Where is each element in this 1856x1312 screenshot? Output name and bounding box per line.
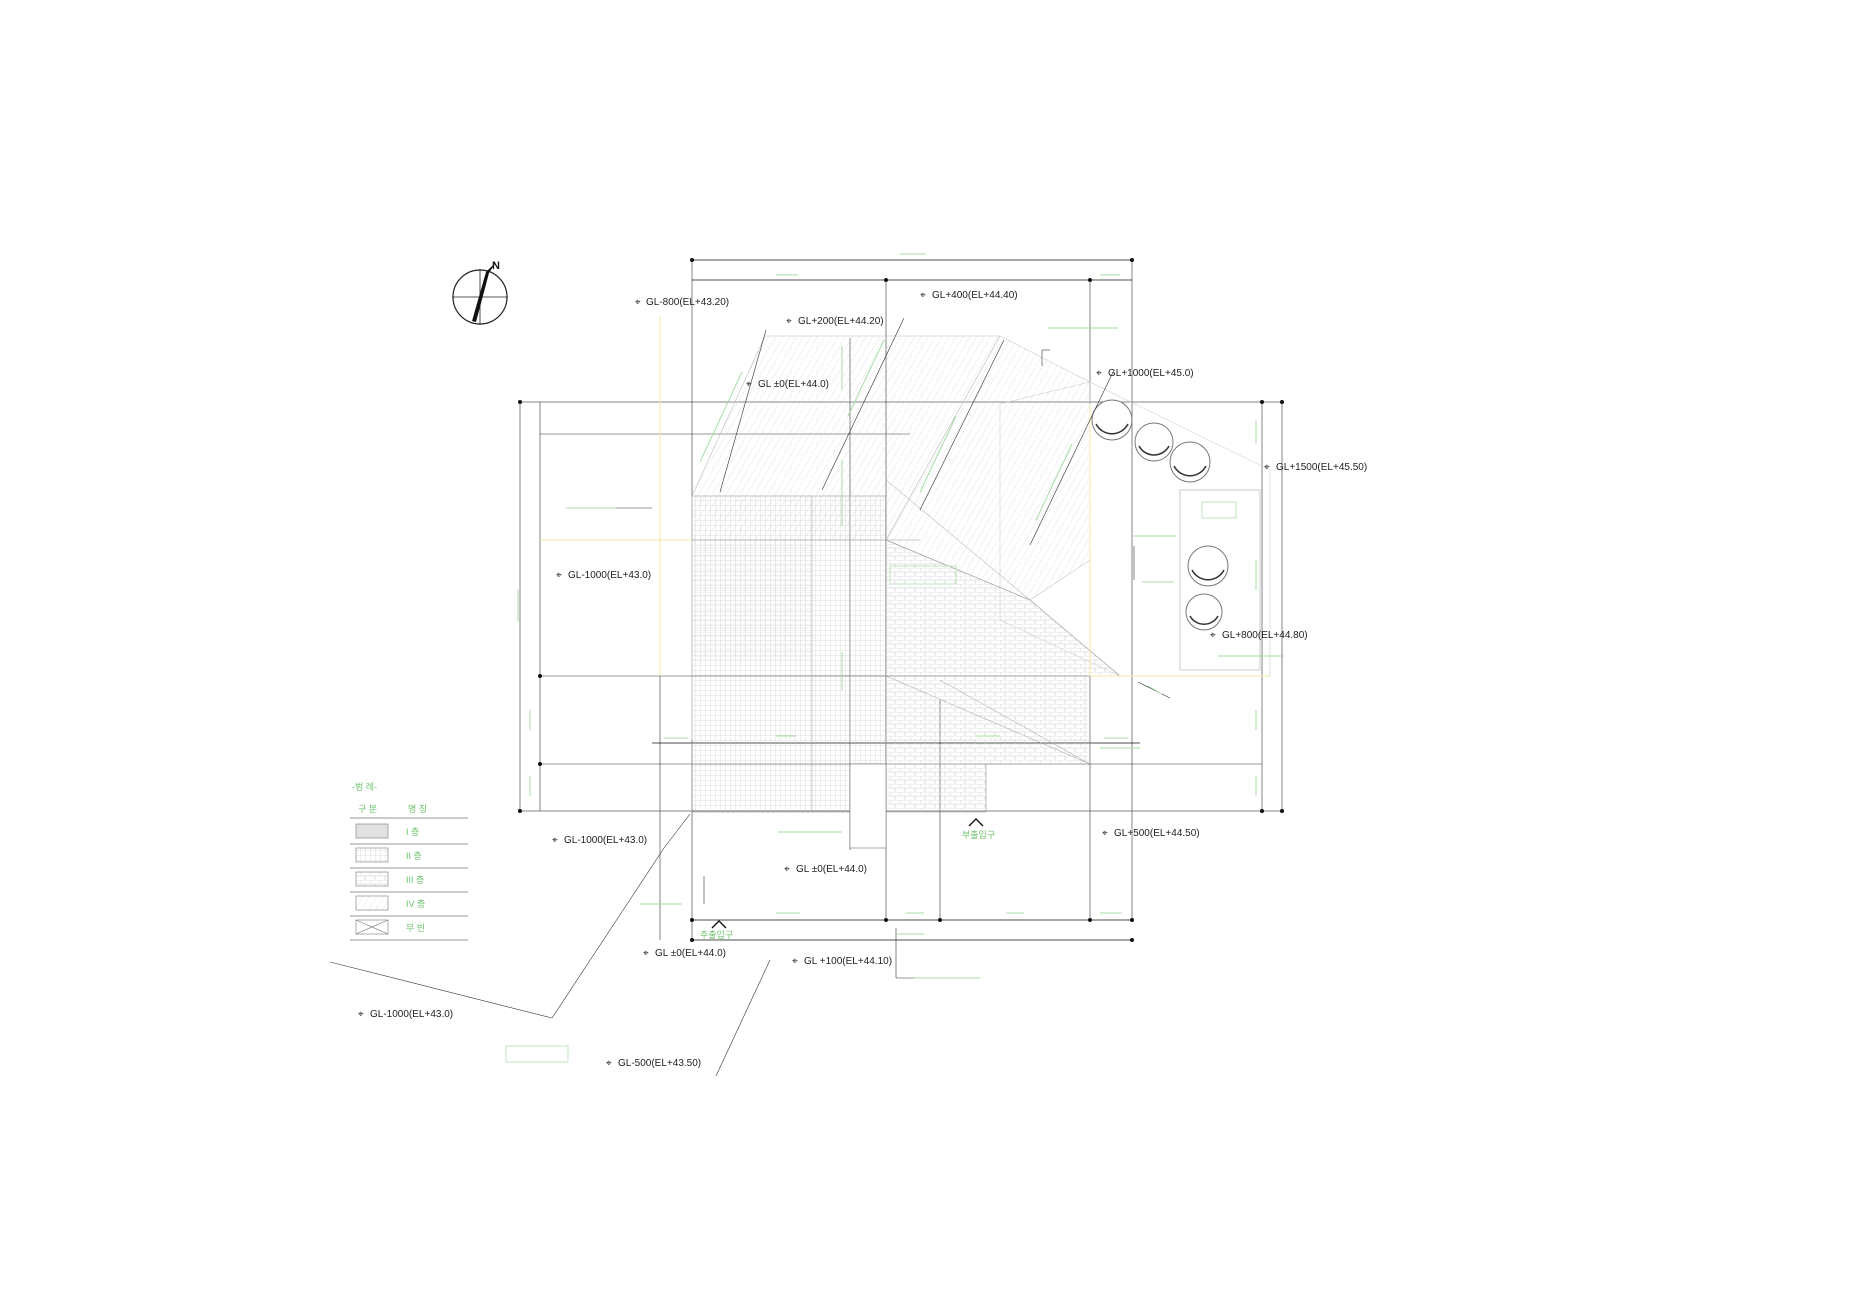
level-marker: ⌖ GL+1500(EL+45.50) bbox=[1264, 462, 1367, 473]
level-marker: ⌖ GL+400(EL+44.40) bbox=[920, 290, 1018, 301]
svg-text:GL ±0(EL+44.0): GL ±0(EL+44.0) bbox=[655, 948, 726, 959]
svg-text:GL+500(EL+44.50): GL+500(EL+44.50) bbox=[1114, 828, 1200, 839]
svg-text:⌖: ⌖ bbox=[746, 379, 752, 390]
legend-swatch bbox=[355, 847, 389, 863]
svg-text:GL-1000(EL+43.0): GL-1000(EL+43.0) bbox=[568, 570, 651, 581]
entrance-markers: 주출입구 부출입구 bbox=[700, 818, 995, 940]
legend-col-1: 구 분 bbox=[358, 804, 377, 814]
legend-title: -범 례- bbox=[352, 782, 377, 792]
legend-row-label: III 층 bbox=[406, 875, 424, 885]
building-plan bbox=[691, 335, 1271, 849]
level-marker: ⌖ GL+1000(EL+45.0) bbox=[1096, 368, 1194, 379]
level-marker: ⌖ GL-800(EL+43.20) bbox=[635, 297, 729, 308]
svg-text:GL ±0(EL+44.0): GL ±0(EL+44.0) bbox=[758, 379, 829, 390]
svg-text:GL-1000(EL+43.0): GL-1000(EL+43.0) bbox=[564, 835, 647, 846]
level-marker: ⌖ GL ±0(EL+44.0) bbox=[784, 864, 867, 875]
level-marker: ⌖ GL+500(EL+44.50) bbox=[1102, 828, 1200, 839]
svg-text:GL+800(EL+44.80): GL+800(EL+44.80) bbox=[1222, 630, 1308, 641]
level-marker: ⌖ GL+200(EL+44.20) bbox=[786, 316, 884, 327]
svg-text:GL+400(EL+44.40): GL+400(EL+44.40) bbox=[932, 290, 1018, 301]
svg-text:GL+1000(EL+45.0): GL+1000(EL+45.0) bbox=[1108, 368, 1194, 379]
level-marker: ⌖ GL-1000(EL+43.0) bbox=[358, 1009, 453, 1020]
svg-text:⌖: ⌖ bbox=[792, 956, 798, 967]
svg-text:GL+200(EL+44.20): GL+200(EL+44.20) bbox=[798, 316, 884, 327]
level-marker: ⌖ GL ±0(EL+44.0) bbox=[643, 948, 726, 959]
svg-text:⌖: ⌖ bbox=[1210, 630, 1216, 641]
svg-text:GL-800(EL+43.20): GL-800(EL+43.20) bbox=[646, 297, 729, 308]
main-entrance-label: 주출입구 bbox=[700, 929, 733, 940]
svg-text:⌖: ⌖ bbox=[556, 570, 562, 581]
legend-col-2: 명 칭 bbox=[408, 804, 427, 814]
svg-text:GL-500(EL+43.50): GL-500(EL+43.50) bbox=[618, 1058, 701, 1069]
side-entrance-label: 부출입구 bbox=[962, 829, 995, 840]
north-label: N bbox=[492, 260, 500, 272]
svg-text:⌖: ⌖ bbox=[1102, 828, 1108, 839]
svg-text:⌖: ⌖ bbox=[358, 1009, 364, 1020]
svg-text:⌖: ⌖ bbox=[786, 316, 792, 327]
leader-lines bbox=[329, 317, 1171, 1077]
svg-text:⌖: ⌖ bbox=[784, 864, 790, 875]
svg-text:⌖: ⌖ bbox=[1096, 368, 1102, 379]
level-marker: ⌖ GL+800(EL+44.80) bbox=[1210, 630, 1308, 641]
legend-row-label: I 층 bbox=[406, 827, 419, 837]
green-annotations bbox=[505, 253, 1284, 1063]
level-marker: ⌖ GL-1000(EL+43.0) bbox=[556, 570, 651, 581]
legend: -범 례- 구 분 명 칭 I 층 II 층 III 층 IV 층 무 빈 bbox=[350, 782, 468, 941]
trees bbox=[1091, 399, 1229, 631]
legend-row-label: II 층 bbox=[406, 851, 422, 861]
legend-swatch bbox=[355, 823, 389, 839]
svg-text:⌖: ⌖ bbox=[552, 835, 558, 846]
planting-lines bbox=[540, 316, 1270, 677]
svg-text:⌖: ⌖ bbox=[635, 297, 641, 308]
legend-row-label: 무 빈 bbox=[406, 923, 425, 933]
svg-text:GL ±0(EL+44.0): GL ±0(EL+44.0) bbox=[796, 864, 867, 875]
svg-text:GL +100(EL+44.10): GL +100(EL+44.10) bbox=[804, 956, 892, 967]
north-arrow: N bbox=[452, 260, 508, 325]
svg-text:GL-1000(EL+43.0): GL-1000(EL+43.0) bbox=[370, 1009, 453, 1020]
svg-text:⌖: ⌖ bbox=[643, 948, 649, 959]
svg-text:⌖: ⌖ bbox=[606, 1058, 612, 1069]
legend-swatch bbox=[355, 871, 389, 887]
svg-text:GL+1500(EL+45.50): GL+1500(EL+45.50) bbox=[1276, 462, 1367, 473]
level-marker: ⌖ GL-500(EL+43.50) bbox=[606, 1058, 701, 1069]
level-marker: ⌖ GL ±0(EL+44.0) bbox=[746, 379, 829, 390]
legend-swatch bbox=[355, 895, 389, 911]
level-marker: ⌖ GL +100(EL+44.10) bbox=[792, 956, 892, 967]
level-marker: ⌖ GL-1000(EL+43.0) bbox=[552, 835, 647, 846]
legend-row-label: IV 층 bbox=[406, 899, 425, 909]
svg-text:⌖: ⌖ bbox=[920, 290, 926, 301]
level-labels: ⌖ GL-800(EL+43.20) ⌖ GL+400(EL+44.40) ⌖ GL+… bbox=[358, 290, 1367, 1069]
svg-text:⌖: ⌖ bbox=[1264, 462, 1270, 473]
